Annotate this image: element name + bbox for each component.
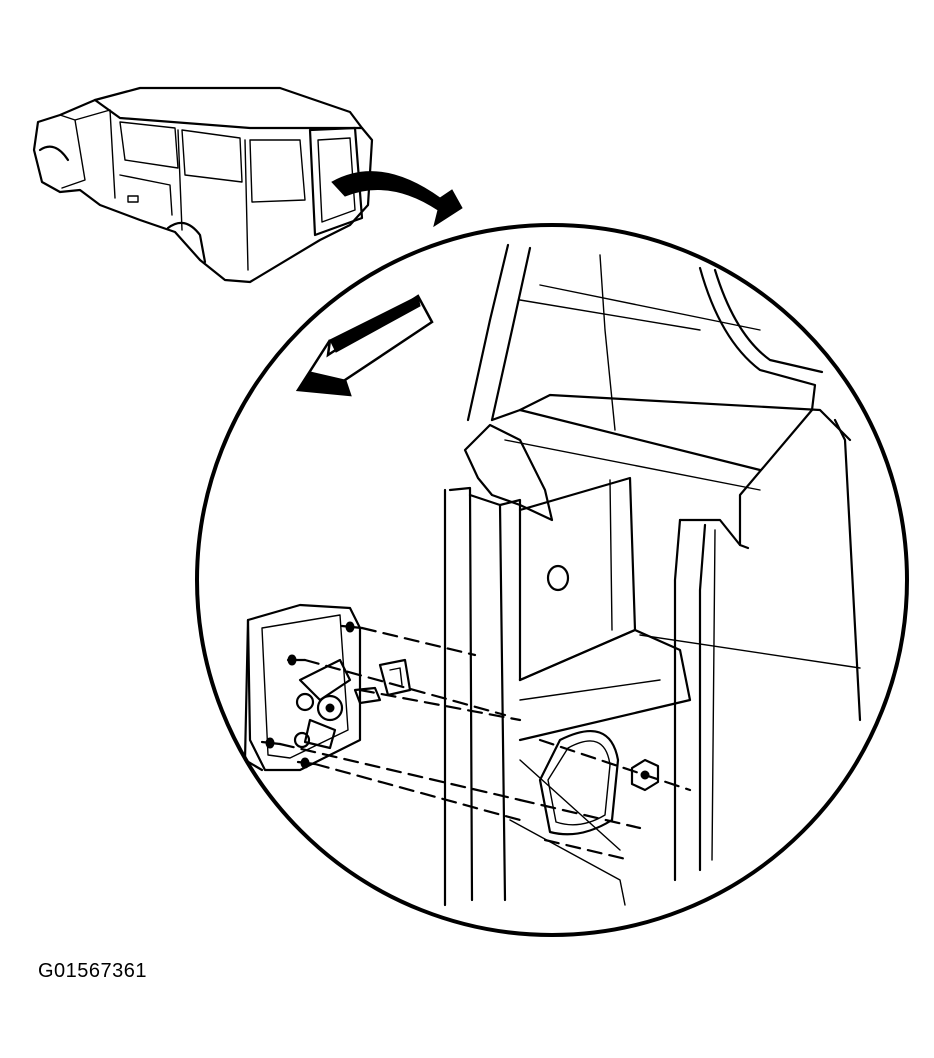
- van-body-locator: [32, 86, 374, 284]
- figure-id-label: G01567361: [38, 960, 148, 982]
- detail-view-circle: [195, 223, 909, 937]
- door-pillar-panel: [443, 243, 862, 907]
- locator-arrow: [331, 171, 463, 228]
- door-latch-assembly: [243, 603, 412, 772]
- alignment-lines: [278, 626, 692, 862]
- front-direction-arrow: [295, 294, 434, 397]
